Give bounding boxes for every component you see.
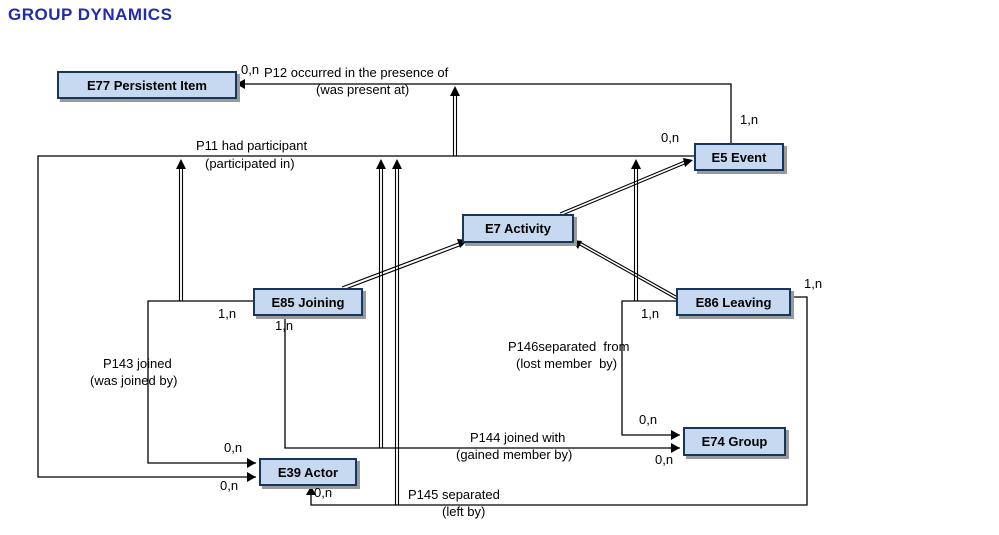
subproperty-p145-p11-arrow (392, 159, 402, 505)
isa-e85-joining-e7-activity-arrow (341, 239, 468, 291)
edge-label-p143: P143 joined (103, 356, 172, 371)
isa-e86-leaving-e7-activity-arrow (572, 240, 677, 300)
cardinality-p145-domain: 1,n (804, 276, 823, 291)
edge-label-p12-inverse: (was present at) (316, 82, 410, 97)
cardinality-p12-range: 0,n (241, 62, 260, 77)
cardinality-p11-domain: 0,n (661, 130, 680, 145)
cardinality-p146-range: 0,n (639, 412, 658, 427)
subproperty-p11-p12-arrow (450, 86, 460, 156)
isa-e7-activity-e5-event-arrow (559, 158, 693, 217)
edge-label-p11: P11 had participant (196, 138, 308, 153)
p144-arrow (284, 313, 680, 453)
cardinality-p143-domain: 1,n (218, 306, 237, 321)
node-e39-actor: E39 Actor (259, 458, 357, 486)
edge-label-p145: P145 separated (408, 487, 500, 502)
edge-label-p11-inverse: (participated in) (205, 156, 295, 171)
cardinality-p12-domain: 1,n (740, 112, 759, 127)
node-e86-leaving: E86 Leaving (676, 288, 791, 316)
edge-label-p145-inverse: (left by) (442, 504, 486, 519)
edge-label-p146-inverse: (lost member by) (516, 356, 618, 371)
subproperty-p146-p11-arrow (631, 159, 641, 301)
node-e7-activity: E7 Activity (462, 214, 574, 243)
edge-label-p144-inverse: (gained member by) (456, 447, 573, 462)
cardinality-p144-domain: 1,n (275, 318, 294, 333)
node-e77-persistent-item: E77 Persistent Item (57, 71, 237, 99)
cardinality-p143-range: 0,n (224, 440, 243, 455)
edge-label-p143-inverse: (was joined by) (90, 373, 178, 388)
cardinality-p146-domain: 1,n (641, 306, 660, 321)
p145-arrow (306, 296, 808, 506)
node-e74-group: E74 Group (683, 427, 786, 456)
node-e5-event: E5 Event (694, 143, 784, 171)
p11-arrow (37, 155, 694, 482)
node-e85-joining: E85 Joining (253, 288, 363, 316)
p12-arrow (236, 79, 732, 143)
cardinality-p11-range: 0,n (220, 478, 239, 493)
subproperty-p144-p11-arrow (376, 159, 386, 448)
subproperty-p143-p11-arrow (176, 159, 186, 301)
cardinality-p145-range: 0,n (314, 485, 333, 500)
edge-label-p12: P12 occurred in the presence of (264, 65, 449, 80)
page-title: GROUP DYNAMICS (8, 5, 173, 24)
edge-label-p144: P144 joined with (470, 430, 566, 445)
edge-label-p146: P146separated from (508, 339, 630, 354)
cardinality-p144-range: 0,n (655, 452, 674, 467)
